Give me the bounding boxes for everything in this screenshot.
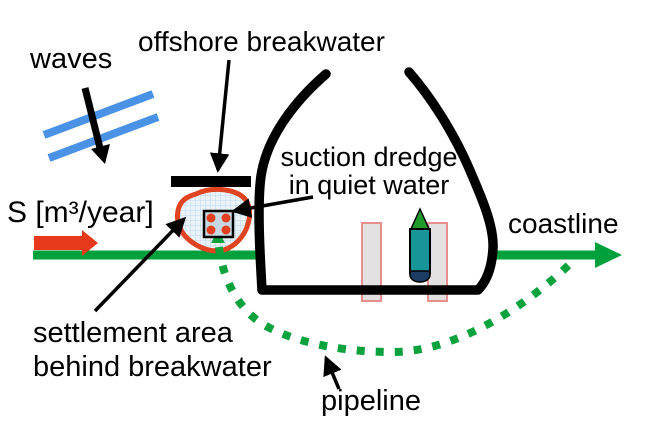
pipeline-label: pipeline: [321, 385, 421, 417]
settlement-area-label-line1: settlement area: [33, 317, 233, 349]
suction-dredge-marker: [202, 209, 235, 239]
settlement-area-pointer-arrow: [93, 216, 187, 313]
pier-structures: [361, 222, 448, 302]
sediment-rate-label: S [m³/year]: [7, 196, 154, 229]
suction-dredge-label: suction dredge in quiet water: [269, 143, 469, 199]
offshore-breakwater-pointer-arrow: [209, 59, 231, 173]
suction-dredge-pointer-arrow: [231, 195, 314, 218]
coastline-arrowhead-icon: [595, 242, 622, 268]
suction-dredge-label-line2: in quiet water: [288, 170, 450, 201]
wave-lines-icon: [42, 90, 160, 162]
pipeline-pointer-arrow: [323, 355, 342, 390]
ship-symbol-icon: [408, 207, 432, 283]
coastline-line: [33, 242, 622, 268]
offshore-breakwater-bar: [171, 176, 251, 187]
settlement-area-label: settlement area behind breakwater: [33, 316, 272, 384]
ship-stern: [409, 270, 431, 283]
pier-left: [361, 222, 382, 302]
offshore-breakwater-label: offshore breakwater: [138, 26, 385, 57]
coastline-label: coastline: [508, 208, 619, 239]
ship-hull: [409, 228, 431, 274]
ship-bow: [408, 207, 432, 232]
harbor-outline: [254, 67, 498, 295]
sediment-transport-arrow-icon: [34, 230, 98, 256]
waves-label: waves: [30, 43, 113, 75]
suction-dredge-label-line1: suction dredge: [280, 142, 458, 172]
settlement-area-label-line2: behind breakwater: [33, 351, 272, 384]
wave-direction-arrow-icon: [81, 87, 110, 164]
